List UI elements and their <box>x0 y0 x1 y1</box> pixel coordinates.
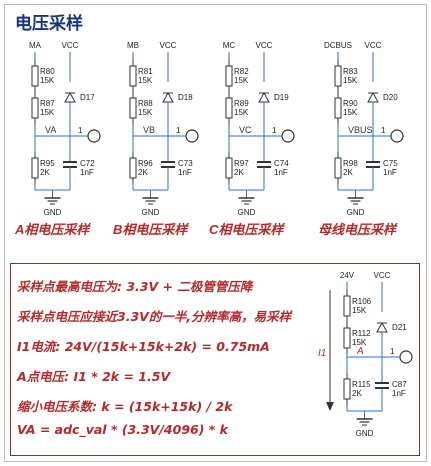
resistor-mid <box>129 97 137 119</box>
pin-number: 1 <box>381 126 386 135</box>
resistor-bottom-value: 2K <box>234 168 244 177</box>
resistor-top-ref: R82 <box>234 67 249 76</box>
output-terminal <box>390 129 404 143</box>
pin-number: 1 <box>272 126 277 135</box>
resistor-mid-ref: R90 <box>343 99 358 108</box>
diode-ref: D18 <box>178 93 193 102</box>
node-label: VC <box>239 125 252 135</box>
channel-caption: C相电压采样 <box>209 222 285 237</box>
capacitor-value: 1nF <box>383 168 397 177</box>
top-net-label: DCBUS <box>324 41 352 50</box>
resistor-top-ref: R81 <box>138 67 153 76</box>
notes-box: 采样点最高电压为: 3.3V + 二极管管压降 采样点电压应接近3.3V的一半,… <box>10 263 420 456</box>
diode-ref: D19 <box>274 93 289 102</box>
diode-ref: D17 <box>80 93 95 102</box>
node-label: VBUS <box>348 125 373 135</box>
capacitor-ref: C74 <box>274 159 289 168</box>
vcc-label: VCC <box>160 41 177 50</box>
resistor-bottom <box>334 157 342 179</box>
resistor-mid <box>225 97 233 119</box>
resistor-top-value: 15K <box>40 76 55 85</box>
resistor-top <box>129 65 137 87</box>
resistor-mid-value: 15K <box>234 108 249 117</box>
pin-number: 1 <box>78 126 83 135</box>
diagram-frame <box>4 4 427 462</box>
ground-label: GND <box>347 208 365 217</box>
resistor-bottom-ref: R97 <box>234 159 249 168</box>
output-terminal <box>281 129 295 143</box>
capacitor-ref: C72 <box>80 159 95 168</box>
note-scale-factor: 缩小电压系数: k = (15k+15k) / 2k <box>17 399 233 414</box>
resistor-mid <box>31 97 39 119</box>
resistor-mid <box>334 97 342 119</box>
resistor-mid-ref: R89 <box>234 99 249 108</box>
pin-number: 1 <box>176 126 181 135</box>
diode-ref: D20 <box>383 93 398 102</box>
ground-label: GND <box>142 208 160 217</box>
resistor-bottom-ref: R98 <box>343 159 358 168</box>
resistor-top-value: 15K <box>343 76 358 85</box>
resistor-bottom-value: 2K <box>343 168 353 177</box>
diode <box>162 91 174 103</box>
capacitor-value: 1nF <box>80 168 94 177</box>
channel-caption: B相电压采样 <box>113 222 189 237</box>
output-terminal <box>87 129 101 143</box>
note-formula: VA = adc_val * (3.3V/4096) * k <box>17 422 228 437</box>
resistor-mid-value: 15K <box>343 108 358 117</box>
resistor-bottom <box>31 157 39 179</box>
resistor-top <box>225 65 233 87</box>
resistor-bottom-value: 2K <box>40 168 50 177</box>
ground-label: GND <box>238 208 256 217</box>
resistor-bottom-ref: R96 <box>138 159 153 168</box>
capacitor-ref: C75 <box>383 159 398 168</box>
page-title: 电压采样 <box>15 14 83 34</box>
diode <box>64 91 76 103</box>
resistor-bottom <box>129 157 137 179</box>
resistor-top-value: 15K <box>234 76 249 85</box>
resistor-top-value: 15K <box>138 76 153 85</box>
top-net-label: MA <box>29 41 42 50</box>
channel-caption: A相电压采样 <box>14 222 91 237</box>
capacitor-value: 1nF <box>274 168 288 177</box>
resistor-bottom-ref: R95 <box>40 159 55 168</box>
resistor-bottom <box>225 157 233 179</box>
ground-label: GND <box>44 208 62 217</box>
resistor-bottom-value: 2K <box>138 168 148 177</box>
top-net-label: MC <box>223 41 236 50</box>
resistor-mid-value: 15K <box>40 108 55 117</box>
resistor-top <box>31 65 39 87</box>
capacitor-ref: C73 <box>178 159 193 168</box>
diode <box>258 91 270 103</box>
resistor-mid-ref: R88 <box>138 99 153 108</box>
vcc-label: VCC <box>256 41 273 50</box>
note-half-voltage: 采样点电压应接近3.3V的一半,分辨率高，易采样 <box>17 309 292 324</box>
resistor-top <box>334 65 342 87</box>
channel-caption: 母线电压采样 <box>318 222 398 237</box>
note-max-voltage: 采样点最高电压为: 3.3V + 二极管管压降 <box>17 279 253 294</box>
diode <box>367 91 379 103</box>
node-label: VA <box>45 125 56 135</box>
node-label: VB <box>143 125 155 135</box>
note-point-voltage: A点电压: I1 * 2k = 1.5V <box>17 369 171 384</box>
resistor-top-ref: R83 <box>343 67 358 76</box>
capacitor-value: 1nF <box>178 168 192 177</box>
vcc-label: VCC <box>62 41 79 50</box>
note-current: I1电流: 24V/(15k+15k+2k) = 0.75mA <box>17 339 270 354</box>
vcc-label: VCC <box>365 41 382 50</box>
top-net-label: MB <box>127 41 139 50</box>
resistor-top-ref: R80 <box>40 67 55 76</box>
resistor-mid-value: 15K <box>138 108 153 117</box>
resistor-mid-ref: R87 <box>40 99 55 108</box>
output-terminal <box>185 129 199 143</box>
